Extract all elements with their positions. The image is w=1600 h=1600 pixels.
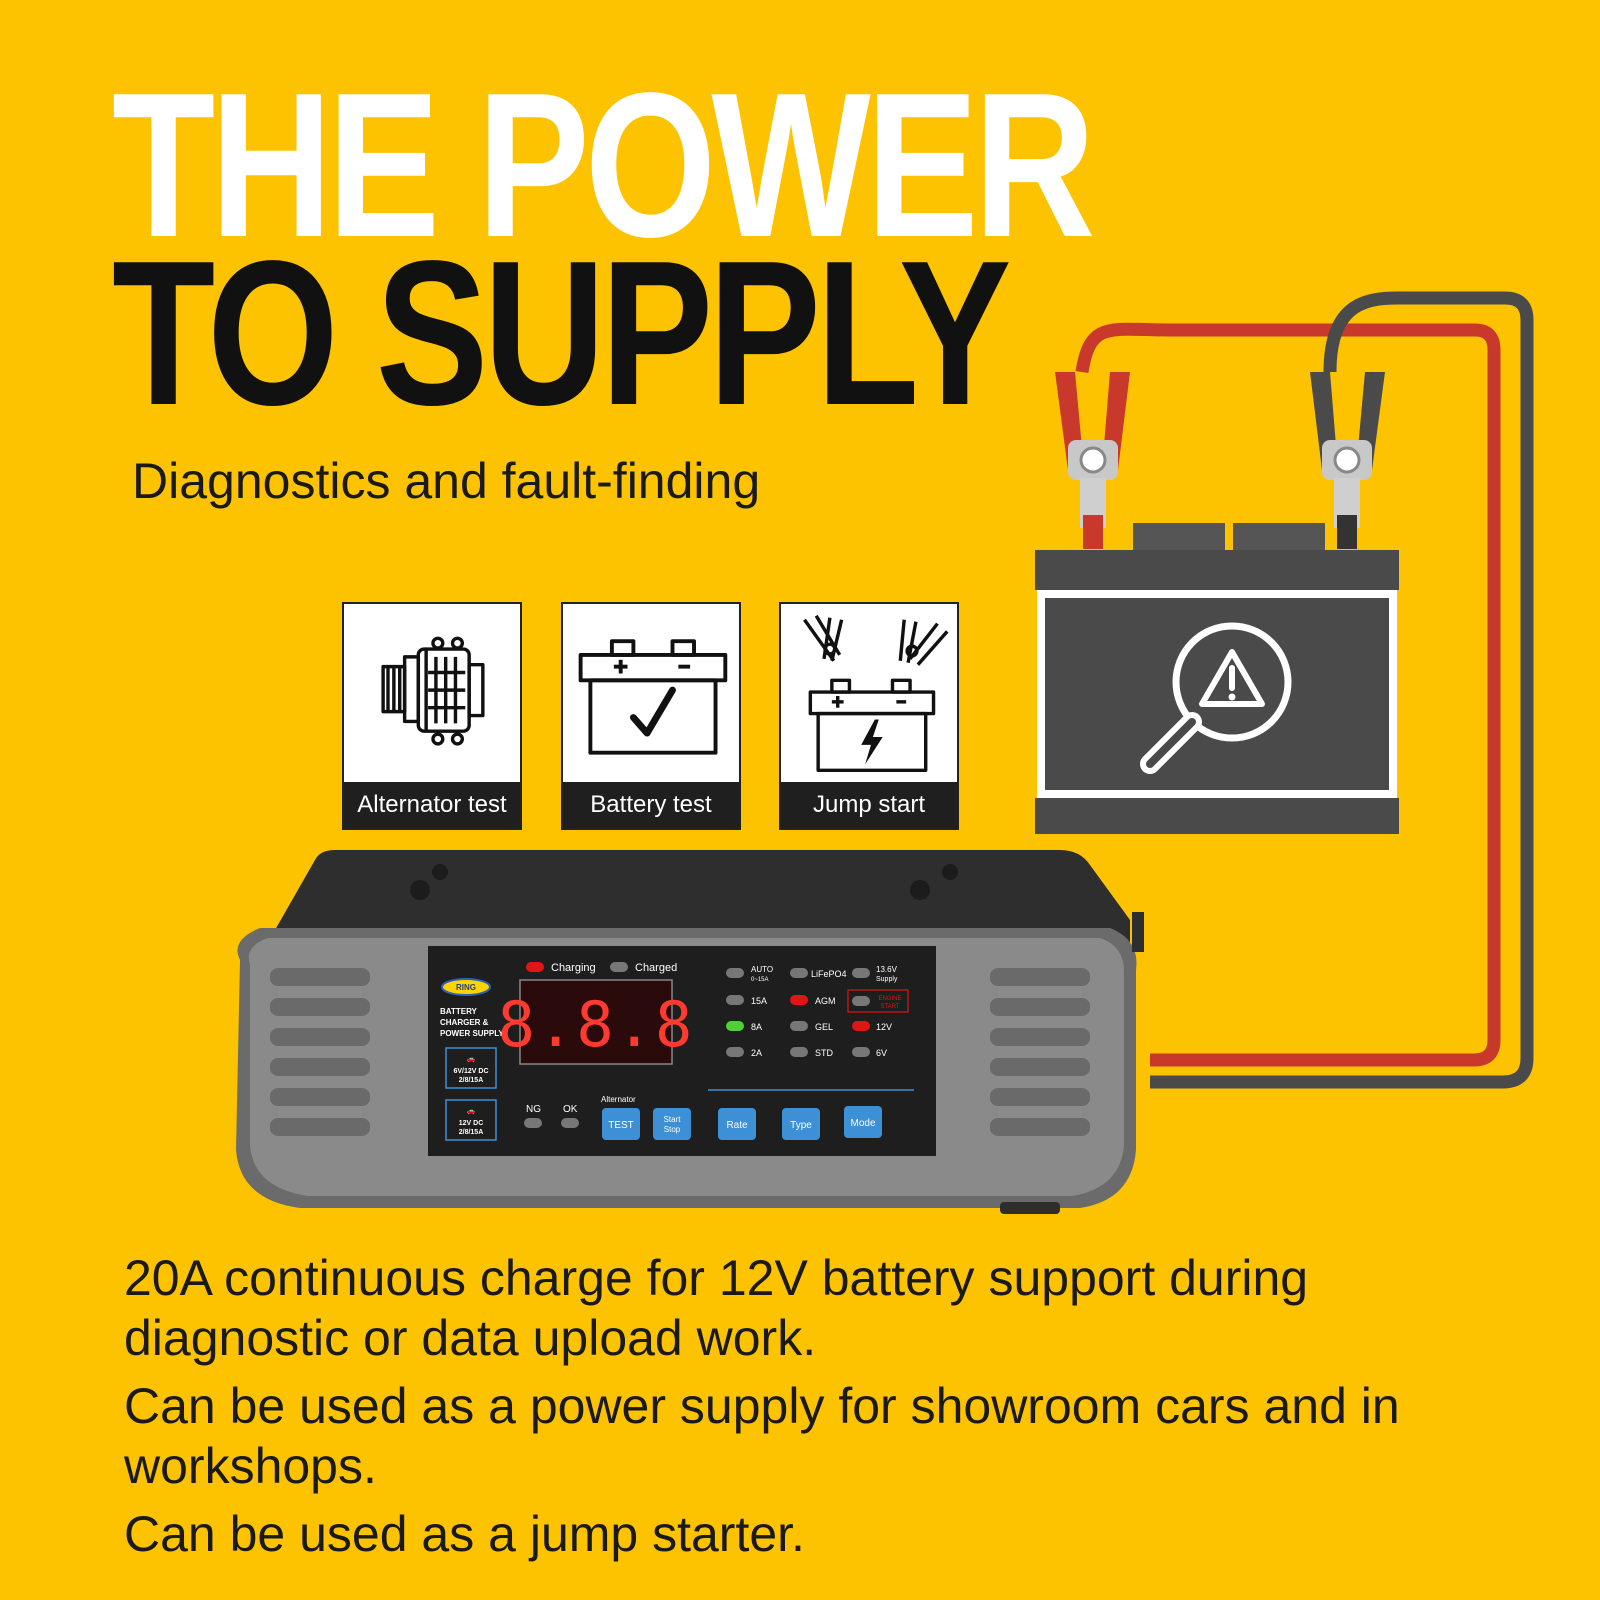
spec-badge-2 (445, 1099, 497, 1141)
ok-label: OK (563, 1104, 578, 1115)
charging-led (526, 962, 544, 972)
led-12v (852, 1021, 870, 1031)
led-auto-sub: 0~15A (751, 977, 769, 983)
headline-line-2: TO SUPPLY (112, 218, 1011, 448)
spec-badge-1-line-2: 2/8/15A (459, 1077, 484, 1084)
spec-badge-1-line-1: 6V/12V DC (453, 1068, 488, 1075)
red-cable (1075, 322, 1501, 1067)
led-engine-start (852, 996, 870, 1006)
brand-name: RING (456, 983, 476, 992)
test-button[interactable] (602, 1108, 640, 1140)
led-auto (726, 968, 744, 978)
start-stop-label-1: Start (664, 1115, 682, 1124)
led-15a-label: 15A (751, 996, 767, 1006)
led-lifepo4-label: LiFePO4 (811, 969, 847, 979)
type-button[interactable] (782, 1108, 820, 1140)
segment-display: 8.8.8 (498, 988, 695, 1061)
type-button-label: Type (790, 1120, 812, 1131)
ok-led (561, 1118, 579, 1128)
battery-check-icon (578, 639, 728, 755)
headline-line-1: THE POWER (112, 50, 1096, 280)
battery-icon (1035, 523, 1399, 834)
alternator-label: Alternator (601, 1095, 636, 1104)
feature-label-battery: Battery test (563, 782, 739, 828)
body-paragraph-1: 20A continuous charge for 12V battery su… (124, 1250, 1309, 1366)
charging-led-label: Charging (551, 962, 596, 974)
led-engine-start-label: ENGINE (878, 996, 901, 1002)
car-icon-2: 🚗 (467, 1108, 476, 1115)
engine-start-box (847, 989, 909, 1013)
car-icon: 🚗 (467, 1056, 476, 1063)
led-std (790, 1047, 808, 1057)
body-paragraph-2: Can be used as a power supply for showro… (124, 1378, 1400, 1494)
subtitle: Diagnostics and fault-finding (132, 453, 761, 509)
black-cable (1150, 291, 1534, 1089)
led-15a (726, 995, 744, 1005)
spec-badge-1 (445, 1047, 497, 1089)
charger-device: RING BATTERY CHARGER & POWER SUPPLY 🚗 6V… (236, 850, 1144, 1214)
led-6v (852, 1047, 870, 1057)
product-line-3: POWER SUPPLY (440, 1029, 504, 1038)
rate-button[interactable] (718, 1108, 756, 1140)
led-agm (790, 995, 808, 1005)
mode-indicator-grid: AUTO 0~15A 15A 8A 2A LiFePO4 AGM GEL STD… (726, 965, 909, 1058)
led-2a-label: 2A (751, 1048, 762, 1058)
led-8a-label: 8A (751, 1022, 762, 1032)
test-button-label: TEST (608, 1120, 634, 1131)
start-stop-button[interactable] (653, 1108, 691, 1140)
body-paragraph-3: Can be used as a jump starter. (124, 1506, 805, 1562)
feature-card-alternator: Alternator test (342, 602, 522, 830)
start-stop-label-2: Stop (664, 1125, 681, 1134)
led-lifepo4 (790, 968, 808, 978)
led-12v-label: 12V (876, 1022, 892, 1032)
led-6v-label: 6V (876, 1048, 887, 1058)
spec-badge-2-line-2: 2/8/15A (459, 1129, 484, 1136)
black-clamp-icon (1310, 372, 1385, 549)
led-supply (852, 968, 870, 978)
display-bezel (519, 979, 673, 1065)
device-foot (1000, 1202, 1060, 1214)
led-agm-label: AGM (815, 996, 836, 1006)
product-line-2: CHARGER & (440, 1018, 489, 1027)
warning-magnifier-icon (1140, 622, 1292, 774)
mode-button-label: Mode (850, 1118, 875, 1129)
spec-badge-2-line-1: 12V DC (459, 1120, 484, 1127)
body-copy: 20A continuous charge for 12V battery su… (124, 1248, 1544, 1572)
led-gel-label: GEL (815, 1022, 833, 1032)
led-gel (790, 1021, 808, 1031)
feature-card-jump-start: Jump start (779, 602, 959, 830)
charged-led-label: Charged (635, 962, 677, 974)
led-supply-label: 13.6V (876, 965, 898, 974)
rate-button-label: Rate (726, 1120, 748, 1131)
led-2a (726, 1047, 744, 1057)
ng-led (524, 1118, 542, 1128)
charged-led (610, 962, 628, 972)
product-line-1: BATTERY (440, 1007, 478, 1016)
ng-label: NG (526, 1104, 541, 1115)
led-8a (726, 1021, 744, 1031)
alternator-icon (381, 636, 485, 746)
feature-label-jump-start: Jump start (781, 782, 957, 828)
ring-logo (441, 978, 491, 996)
led-engine-start-sub: START (880, 1004, 899, 1010)
red-clamp-icon (1055, 372, 1130, 549)
led-std-label: STD (815, 1048, 834, 1058)
feature-label-alternator: Alternator test (344, 782, 520, 828)
cable-connector (1132, 912, 1144, 952)
led-auto-label: AUTO (751, 965, 773, 974)
mode-button[interactable] (844, 1106, 882, 1138)
led-supply-sub: Supply (876, 976, 898, 983)
feature-card-battery: Battery test (561, 602, 741, 830)
jump-start-icon (803, 614, 949, 773)
